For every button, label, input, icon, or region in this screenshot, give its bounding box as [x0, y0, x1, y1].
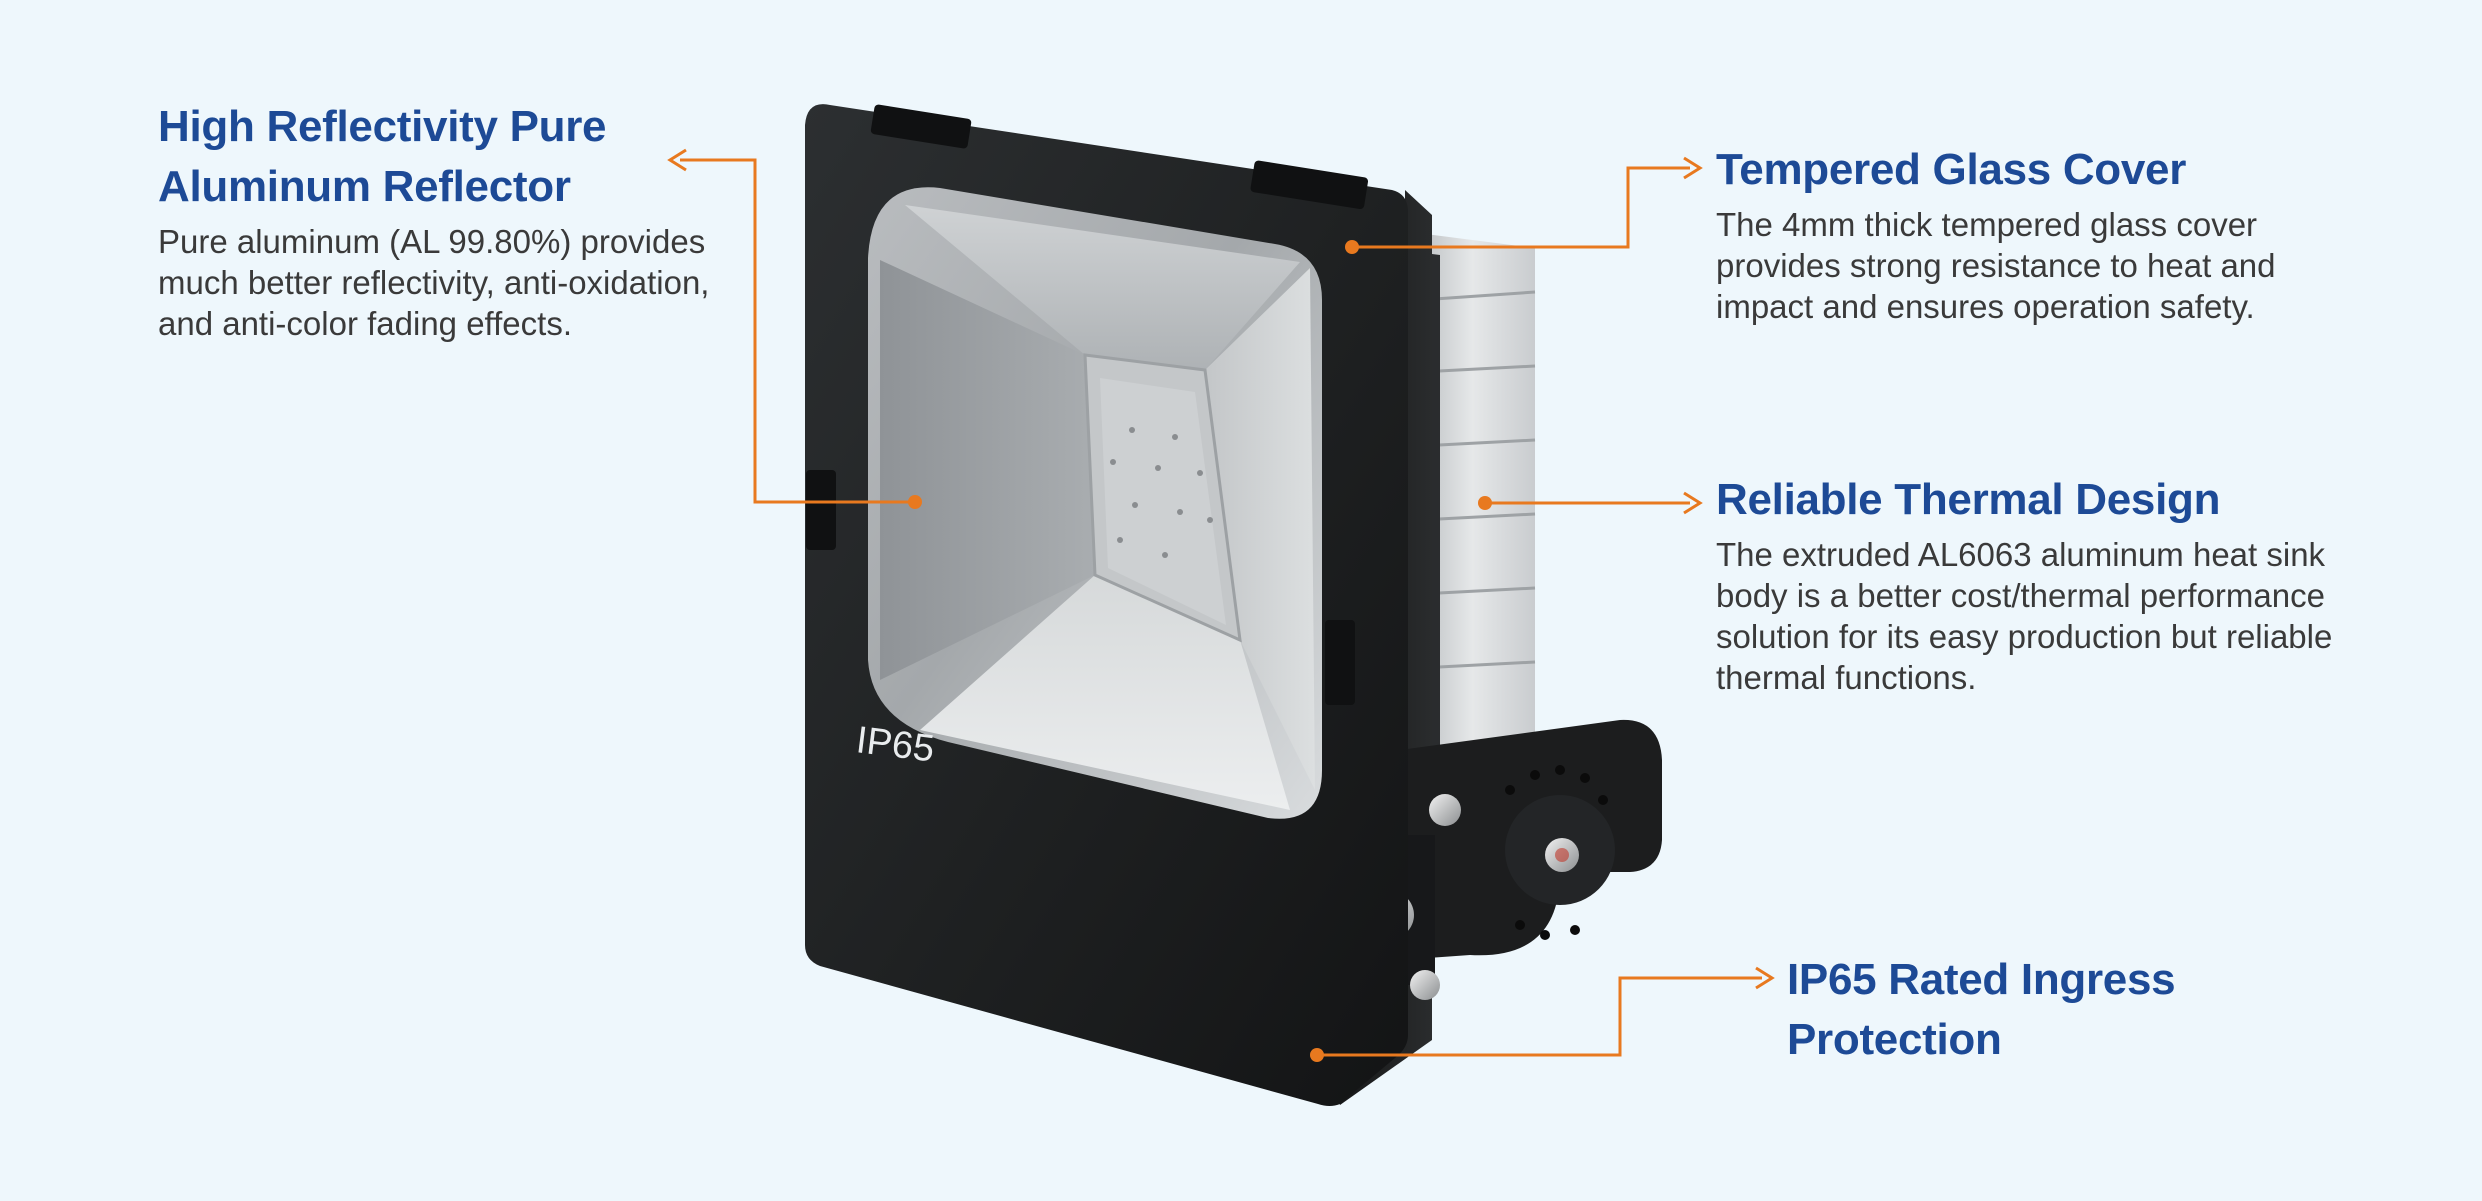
- arrow-thermal: [1683, 491, 1703, 515]
- callout-reflector: High Reflectivity Pure Aluminum Reflecto…: [158, 97, 718, 344]
- leader-dots: [908, 240, 1492, 1062]
- arrow-glass: [1683, 156, 1703, 180]
- bottom-bolt: [1410, 970, 1440, 1000]
- callout-glass: Tempered Glass Cover The 4mm thick tempe…: [1716, 140, 2356, 327]
- housing-clips: [806, 104, 1369, 705]
- arrow-reflector: [667, 148, 687, 172]
- callout-reflector-body: Pure aluminum (AL 99.80%) provides much …: [158, 223, 710, 342]
- callout-thermal-body: The extruded AL6063 aluminum heat sink b…: [1716, 536, 2333, 696]
- arrow-ip65: [1755, 966, 1775, 990]
- leader-line-reflector: [680, 158, 915, 504]
- leader-line-ip65: [1317, 976, 1762, 1057]
- callout-reflector-title: High Reflectivity Pure Aluminum Reflecto…: [158, 102, 607, 211]
- leader-line-glass: [1352, 166, 1690, 249]
- callout-thermal: Reliable Thermal Design The extruded AL6…: [1716, 470, 2356, 698]
- callout-ip65: IP65 Rated Ingress Protection: [1787, 950, 2287, 1070]
- leader-lines: [680, 158, 1762, 1057]
- leader-arrows: [667, 148, 1775, 990]
- callout-glass-title: Tempered Glass Cover: [1716, 145, 2187, 194]
- reflector: [868, 187, 1322, 819]
- top-bolt: [1429, 794, 1461, 826]
- callout-thermal-title: Reliable Thermal Design: [1716, 475, 2221, 524]
- ip65-marking: IP65: [854, 719, 937, 770]
- callout-glass-body: The 4mm thick tempered glass cover provi…: [1716, 206, 2276, 325]
- callout-ip65-title: IP65 Rated Ingress Protection: [1787, 955, 2176, 1064]
